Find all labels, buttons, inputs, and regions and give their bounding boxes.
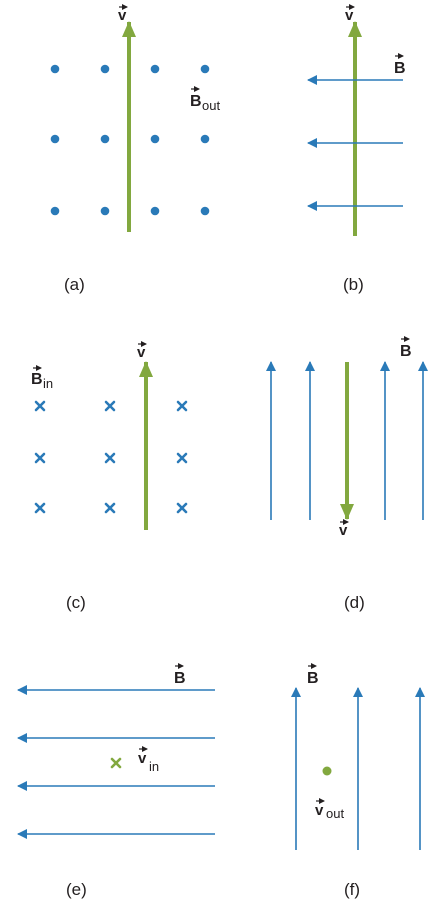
panel-d: v B (d) [266,336,428,612]
field-label: B out [190,86,220,113]
svg-text:B: B [394,60,406,77]
svg-text:v: v [118,7,127,24]
field-dot [150,206,160,216]
field-cross [176,502,188,514]
field-cross [104,400,116,412]
field-cross [104,502,116,514]
svg-text:B: B [190,93,202,110]
panel-caption: (c) [66,593,86,612]
velocity-label: v [345,4,355,24]
velocity-label: v [137,341,147,361]
panel-caption: (f) [344,880,360,899]
field-dot [150,134,160,144]
velocity-label: v in [138,746,159,774]
panel-a: v B out (a) [50,4,220,294]
svg-text:v: v [138,750,147,767]
field-dot [50,206,60,216]
field-arrows [291,687,425,850]
field-dot [100,64,110,74]
velocity-label: v [339,519,349,539]
field-cross [34,400,46,412]
velocity-out-dot [322,766,332,776]
field-out-dots [50,64,210,216]
field-arrows [266,361,428,520]
velocity-label: v [118,4,128,24]
panel-caption: (b) [343,275,364,294]
panel-f: v out B (f) [291,663,425,899]
svg-text:v: v [345,7,354,24]
field-cross [176,452,188,464]
field-dot [100,134,110,144]
panel-caption: (d) [344,593,365,612]
field-label: B [394,53,406,77]
panel-caption: (a) [64,275,85,294]
svg-text:v: v [315,802,324,819]
field-arrows [17,685,215,839]
svg-text:B: B [174,670,186,687]
field-label: B [307,663,319,687]
velocity-in-cross [110,757,122,769]
field-dot [50,134,60,144]
panel-e: v in B (e) [17,663,215,899]
field-in-crosses [34,400,188,514]
field-dot [150,64,160,74]
field-cross [34,452,46,464]
panel-c: v B in (c) [31,341,188,612]
field-dot [50,64,60,74]
svg-text:v: v [137,344,146,361]
field-label: B [174,663,186,687]
field-cross [104,452,116,464]
velocity-label: v out [315,798,344,821]
svg-text:out: out [326,806,344,821]
field-dot [200,64,210,74]
field-dot [100,206,110,216]
field-label: B [400,336,412,360]
field-cross [176,400,188,412]
svg-text:B: B [31,371,43,388]
panel-b: v B (b) [307,4,406,294]
field-dot [200,206,210,216]
panel-caption: (e) [66,880,87,899]
field-cross [34,502,46,514]
svg-text:in: in [43,376,53,391]
svg-text:in: in [149,759,159,774]
svg-text:B: B [400,343,412,360]
field-arrows [307,75,403,211]
svg-text:out: out [202,98,220,113]
field-label: B in [31,365,53,391]
svg-text:B: B [307,670,319,687]
svg-text:v: v [339,522,348,539]
field-dot [200,134,210,144]
